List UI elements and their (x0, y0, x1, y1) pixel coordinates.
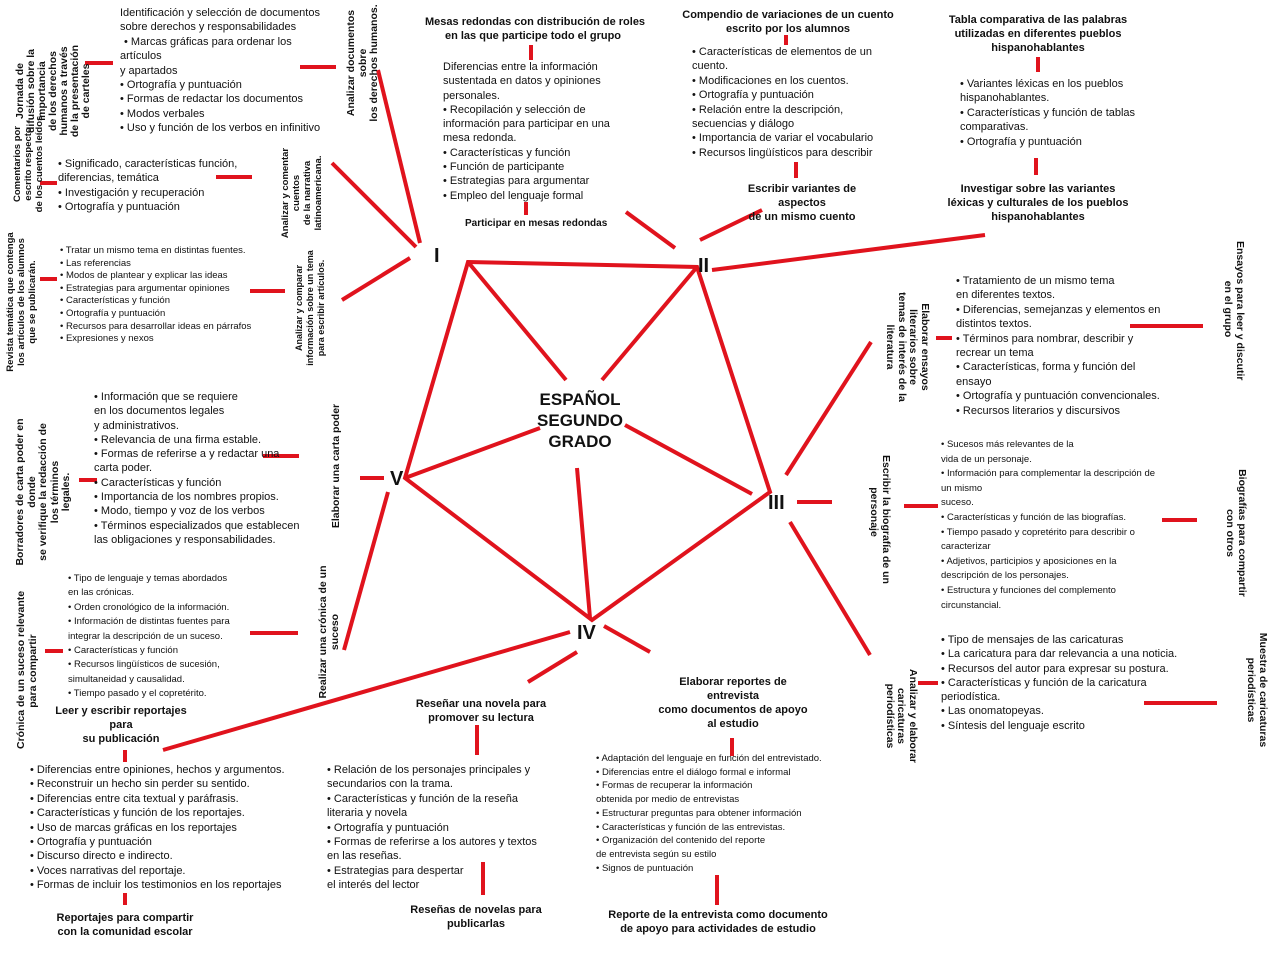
center-to-IV (575, 467, 592, 619)
node-I: I (434, 245, 440, 267)
center-line-2: SEGUNDO (537, 411, 623, 430)
center-line-3: GRADO (548, 432, 612, 451)
b1-content-list: Identificación y selección de documentos… (120, 7, 321, 135)
b9-content-list: • Tipo de mensajes de las caricaturas• L… (941, 634, 1178, 732)
center-to-V (404, 426, 541, 480)
b12-content-list: • Diferencias entre opiniones, hechos y … (30, 764, 285, 892)
pentagon (402, 259, 773, 623)
b2-content-list: • Significado, características función,d… (58, 158, 238, 213)
center-to-II (600, 265, 699, 382)
node-IV: IV (577, 622, 596, 644)
center-title: ESPAÑOL SEGUNDO GRADO (522, 389, 638, 452)
b10-activity-label: Elaborar una carta poder (330, 403, 342, 529)
b14-content-list: • Adaptación del lenguaje en función del… (596, 753, 822, 874)
b4-activity-label: Participar en mesas redondas (465, 218, 608, 229)
node-III: III (768, 492, 785, 514)
b3-content-list: • Tratar un mismo tema en distintas fuen… (60, 245, 252, 345)
center-to-III (624, 423, 753, 496)
node-II: II (698, 255, 710, 277)
b4-product-title: Mesas redondas con distribución de roles… (425, 16, 646, 42)
node-V: V (390, 468, 404, 490)
center-to-I (466, 260, 568, 382)
center-line-1: ESPAÑOL (539, 390, 621, 409)
b13-content-list: • Relación de los personajes principales… (327, 764, 537, 892)
